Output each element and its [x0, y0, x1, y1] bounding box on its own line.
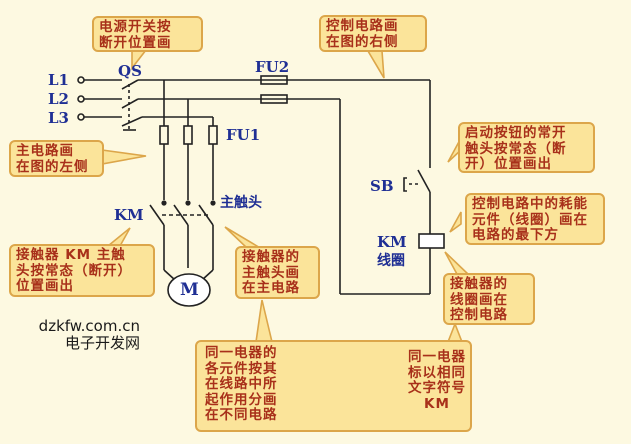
- callout-coil-note: 接触器的 线圈画在 控制电路: [443, 273, 535, 325]
- label-l2: L2: [48, 90, 69, 108]
- callout-km-main-note: 接触器 KM 主触 头按常态（断开） 位置画出: [9, 244, 155, 297]
- label-km-coil: KM: [377, 233, 407, 251]
- fu1-fuse-2: [183, 125, 193, 145]
- label-km-main: KM: [114, 206, 144, 224]
- pointer-ctrl: [366, 50, 385, 79]
- watermark-name: 电子开发网: [64, 334, 140, 352]
- qs-blade-2: [121, 98, 139, 109]
- callout-sb-note: 启动按钮的常开 触头按常态（断 开）位置画出: [458, 122, 595, 173]
- terminal-l3: [77, 113, 85, 121]
- callout-main-left: 主电路画 在图的左侧: [9, 140, 104, 177]
- terminal-l1: [77, 76, 85, 84]
- terminal-l2: [77, 95, 85, 103]
- callout-main-contact-note: 接触器的 主触头画 在主电路: [235, 246, 320, 299]
- km-contact-1: [149, 204, 165, 226]
- km-contact-2: [173, 204, 189, 226]
- sb-button: [403, 177, 407, 192]
- label-coil: 线圈: [377, 253, 405, 269]
- label-sb: SB: [370, 177, 394, 195]
- label-main-contact: 主触头: [220, 195, 262, 211]
- contact-dot-2: [185, 200, 191, 206]
- same-symbol-text: 同一电器 标以相同 文字符号 KM: [408, 349, 466, 412]
- fu1-fuse-1: [159, 125, 169, 145]
- pointer-coil-bottom: [449, 211, 462, 233]
- contact-dot-3: [210, 200, 216, 206]
- motor-symbol: [167, 273, 211, 307]
- label-fu2: FU2: [255, 58, 290, 76]
- callout-same-device: 同一电器的 各元件按其 在线路中所 起作用分画 在不同电路 同一电器 标以相同 …: [195, 340, 472, 432]
- pointer-main: [101, 149, 147, 165]
- wire-m-1b: [163, 269, 176, 281]
- fu2-fuse-1: [260, 75, 288, 85]
- km-coil: [418, 233, 445, 249]
- callout-coil-bottom: 控制电路中的耗能 元件（线圈）画在 电路的最下方: [465, 193, 605, 245]
- label-motor: M: [180, 280, 199, 300]
- label-l1: L1: [48, 71, 69, 89]
- label-fu1: FU1: [226, 126, 261, 144]
- callout-qs-note: 电源开关按 断开位置画: [92, 16, 203, 52]
- label-qs: QS: [118, 62, 142, 80]
- qs-blade-1: [121, 79, 139, 90]
- callout-control-right: 控制电路画 在图的右侧: [319, 15, 427, 52]
- watermark-url: dzkfw.com.cn: [38, 317, 140, 335]
- contact-dot-1: [161, 200, 167, 206]
- fu2-fuse-2: [260, 94, 288, 104]
- sb-contact: [417, 169, 431, 193]
- pointer-same-device: [255, 299, 274, 343]
- same-device-text: 同一电器的 各元件按其 在线路中所 起作用分画 在不同电路: [205, 345, 278, 423]
- qs-blade-3: [121, 116, 143, 127]
- label-l3: L3: [48, 109, 69, 127]
- fu1-fuse-3: [208, 125, 218, 145]
- watermark: dzkfw.com.cn 电子开发网: [22, 318, 140, 352]
